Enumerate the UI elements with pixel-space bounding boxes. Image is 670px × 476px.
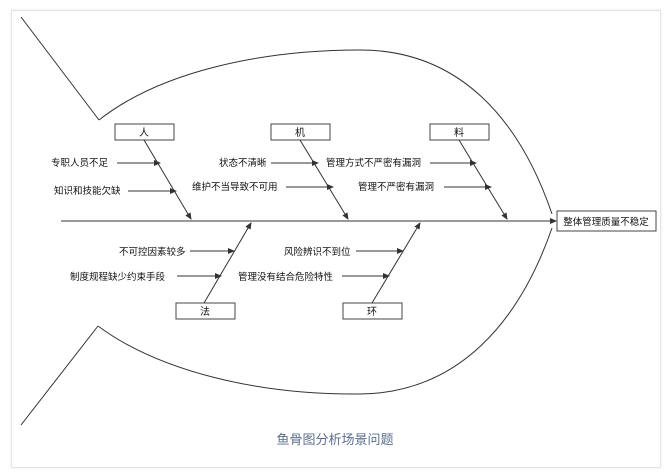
effect-label: 整体管理质量不稳定 — [563, 216, 649, 228]
cause-people-2: 知识和技能欠缺 — [54, 185, 121, 197]
category-label-environment: 环 — [367, 307, 377, 318]
effect-box — [556, 210, 657, 232]
bone-method — [203, 222, 252, 304]
cause-material-1: 管理方式不严密有漏洞 — [326, 157, 421, 169]
fish-tail-bottom — [20, 325, 99, 426]
figure-caption: 鱼骨图分析场景问题 — [276, 432, 393, 448]
cause-machine-1: 状态不清晰 — [219, 157, 267, 169]
bone-material — [458, 139, 508, 220]
fish-tail-top — [20, 16, 100, 121]
cause-method-1: 不可控因素较多 — [119, 246, 186, 258]
category-box-method — [175, 302, 236, 320]
category-label-material: 料 — [454, 126, 464, 139]
figure-frame — [11, 10, 661, 468]
fish-body-top — [98, 49, 553, 215]
cause-machine-2: 维护不当导致不可用 — [192, 181, 278, 193]
bone-people — [143, 139, 192, 220]
category-label-machine: 机 — [295, 126, 305, 139]
cause-environment-1: 风险辨识不到位 — [284, 246, 351, 258]
category-label-people: 人 — [139, 127, 149, 139]
cause-environment-2: 管理没有结合危险特性 — [238, 271, 334, 283]
category-label-method: 法 — [200, 305, 210, 318]
bone-machine — [299, 139, 349, 220]
cause-method-2: 制度规程缺少约束手段 — [70, 271, 166, 283]
cause-material-2: 管理不严密有漏洞 — [358, 181, 434, 193]
bone-environment — [371, 222, 421, 304]
fish-body-bottom — [97, 227, 553, 395]
cause-people-1: 专职人员不足 — [51, 157, 109, 169]
